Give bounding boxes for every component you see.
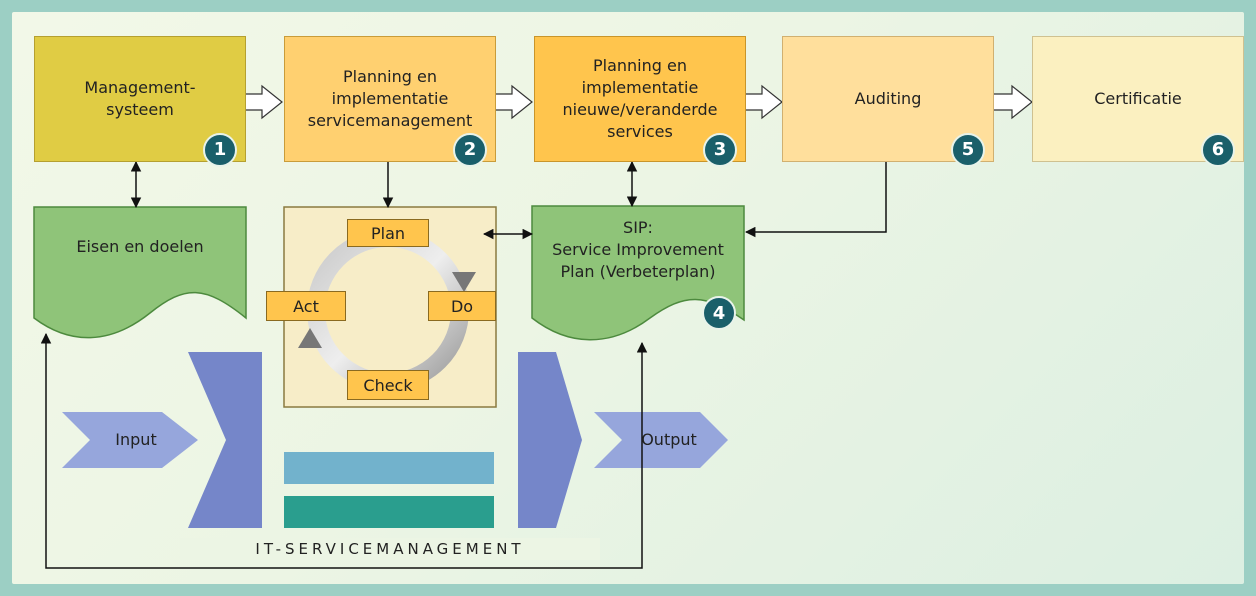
connector-auditing-sip [744,162,887,238]
process-bar-top [284,452,494,484]
pdca-act-label: Act [266,291,346,321]
step-planning-servicemanagement-label: Planning en implementatie servicemanagem… [307,67,473,130]
process-bar-bottom [284,496,494,528]
step-number-badge-4: 4 [702,296,736,330]
step-arrow-4-5 [987,84,1033,120]
requirements-label: Eisen en doelen [76,237,204,256]
footer-title: IT-SERVICEMANAGEMENT [180,538,600,560]
step-number-badge-3: 3 [703,133,737,167]
pdca-do-label: Do [428,291,496,321]
large-right-chevron [518,352,582,528]
step-management-system: Management- systeem 1 [34,36,246,167]
sip-label-text: SIP: Service Improvement Plan (Verbeterp… [552,218,724,281]
step-number-badge-2: 2 [453,133,487,167]
large-left-chevron [188,352,262,528]
step-certification-label: Certificatie [1094,89,1182,108]
step-number-badge-5: 5 [951,133,985,167]
step-auditing-label: Auditing [854,89,922,108]
feedback-loop-line [40,332,648,569]
output-label: Output [641,430,697,449]
step-number-badge-1: 1 [203,133,237,167]
sip-label: SIP: Service Improvement Plan (Verbeterp… [532,210,744,290]
pdca-plan-label: Plan [347,219,429,247]
step-planning-services-label: Planning en implementatie nieuwe/verande… [562,56,718,141]
step-planning-servicemanagement: Planning en implementatie servicemanagem… [284,36,496,167]
input-chevron-shape [62,412,198,468]
pdca-check-label: Check [347,370,429,400]
input-label: Input [115,430,157,449]
pdca-cycle-arrow-right [452,272,476,292]
step-planning-services: Planning en implementatie nieuwe/verande… [534,36,746,167]
output-chevron-shape [594,412,728,468]
step-certification: Certificatie 6 [1032,36,1244,167]
step-auditing: Auditing 5 [782,36,994,167]
step-management-system-label: Management- systeem [84,78,196,119]
step-number-badge-6: 6 [1201,133,1235,167]
